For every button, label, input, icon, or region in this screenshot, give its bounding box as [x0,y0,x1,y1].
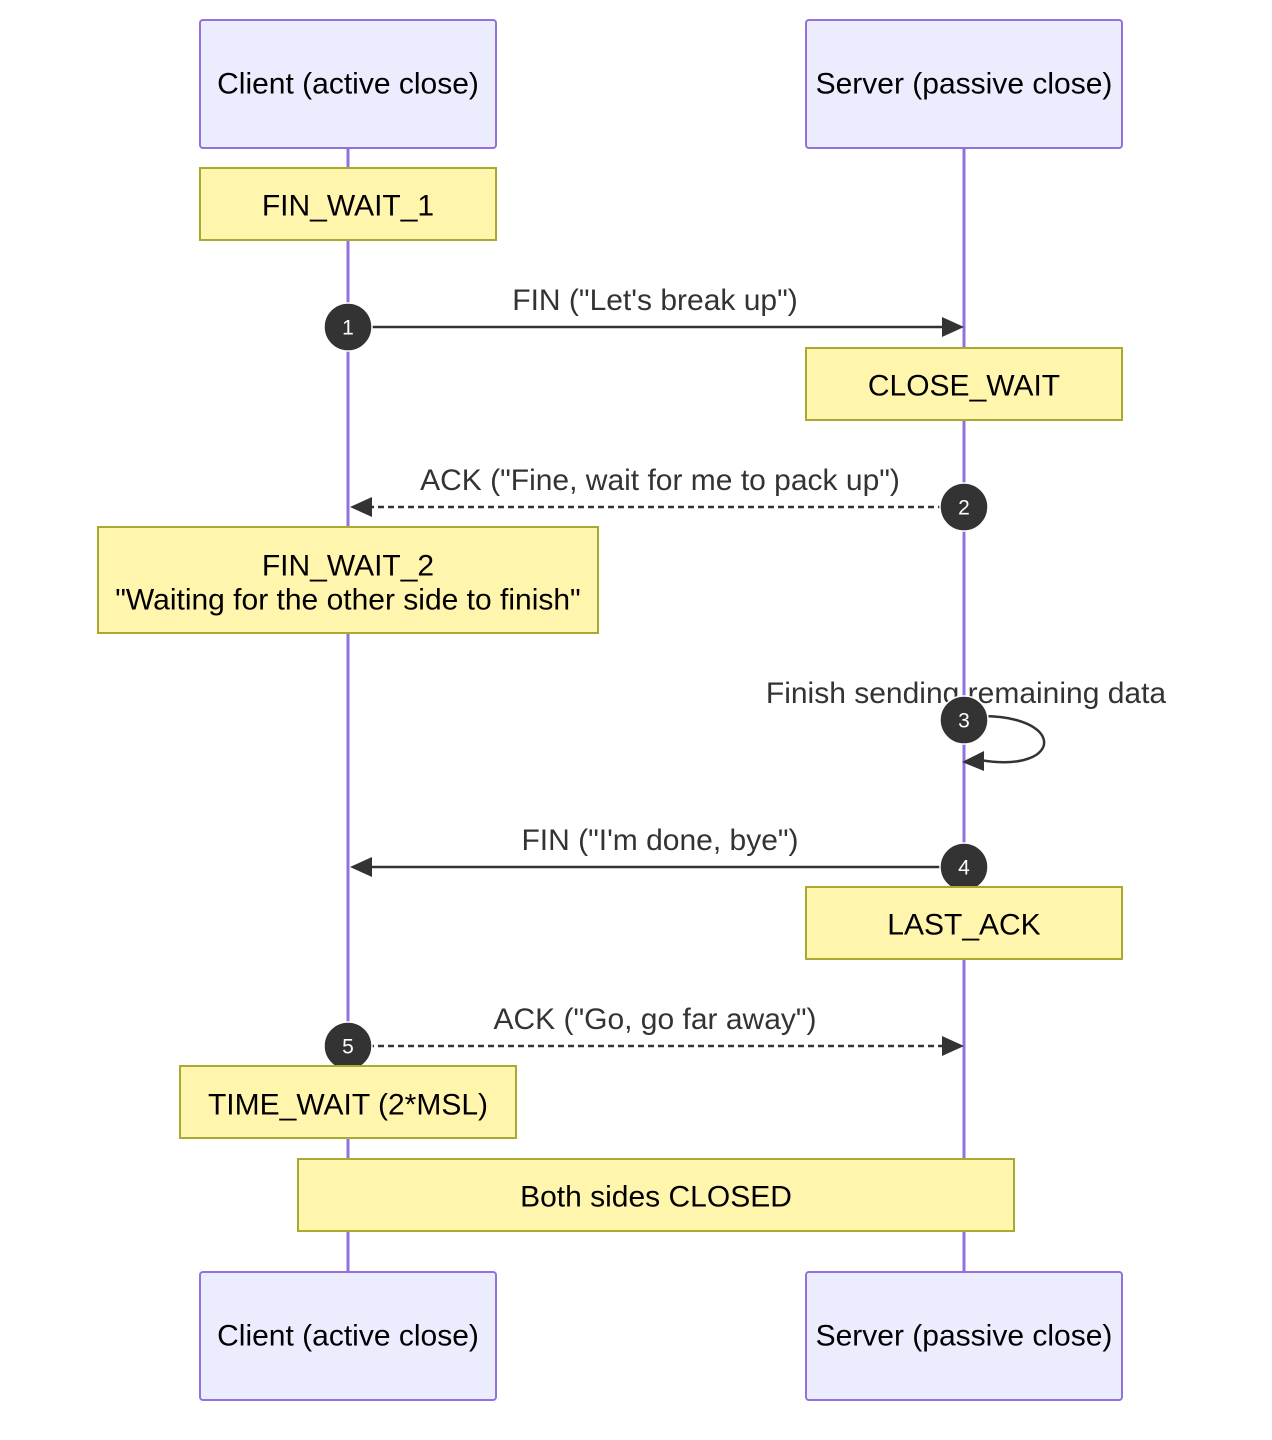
server-actor-top: Server (passive close) [805,19,1123,149]
message-2: ACK ("Fine, wait for me to pack up") 2 [350,464,989,532]
server-actor-top-label: Server (passive close) [816,68,1113,101]
message-2-arrowhead [350,497,372,517]
client-actor-bottom-label: Client (active close) [217,1320,479,1353]
sequence-number-1-text: 1 [342,317,354,340]
client-actor-top-label: Client (active close) [217,68,479,101]
note-last-ack-text: LAST_ACK [887,909,1040,942]
note-both-closed-text: Both sides CLOSED [520,1181,792,1214]
note-time-wait: TIME_WAIT (2*MSL) [179,1065,517,1139]
client-actor-top: Client (active close) [199,19,497,149]
message-5-arrowhead [942,1036,964,1056]
message-5-label: ACK ("Go, go far away") [493,1003,816,1036]
sequence-number-3 [939,695,989,745]
note-time-wait-text: TIME_WAIT (2*MSL) [208,1089,488,1122]
note-fin-wait-2: FIN_WAIT_2 "Waiting for the other side t… [97,526,599,634]
note-fin-wait-2-description: "Waiting for the other side to finish" [115,584,580,617]
note-both-closed: Both sides CLOSED [297,1158,1015,1232]
sequence-number-1 [323,302,373,352]
message-4-label: FIN ("I'm done, bye") [521,824,798,857]
sequence-number-3-text: 3 [958,710,970,733]
message-2-label: ACK ("Fine, wait for me to pack up") [420,464,900,497]
client-actor-bottom: Client (active close) [199,1271,497,1401]
message-3: Finish sending remaining data 3 [766,677,1166,771]
sequence-number-2-text: 2 [958,497,970,520]
note-close-wait: CLOSE_WAIT [805,347,1123,421]
note-fin-wait-1: FIN_WAIT_1 [199,167,497,241]
server-actor-bottom-label: Server (passive close) [816,1320,1113,1353]
sequence-number-2 [939,482,989,532]
message-5: ACK ("Go, go far away") 5 [323,1003,964,1071]
message-1-arrowhead [942,317,964,337]
message-3-arrowhead [962,751,984,771]
message-3-loop [963,714,1046,764]
sequence-number-4-text: 4 [958,857,970,880]
note-last-ack: LAST_ACK [805,886,1123,960]
server-actor-bottom: Server (passive close) [805,1271,1123,1401]
message-1-label: FIN ("Let's break up") [512,284,797,317]
note-fin-wait-1-text: FIN_WAIT_1 [262,190,434,223]
message-4: FIN ("I'm done, bye") 4 [350,824,989,892]
note-close-wait-text: CLOSE_WAIT [868,370,1060,403]
note-fin-wait-2-title: FIN_WAIT_2 [262,550,434,583]
sequence-number-5-text: 5 [342,1036,354,1059]
message-1: FIN ("Let's break up") 1 [323,284,964,352]
message-4-arrowhead [350,857,372,877]
